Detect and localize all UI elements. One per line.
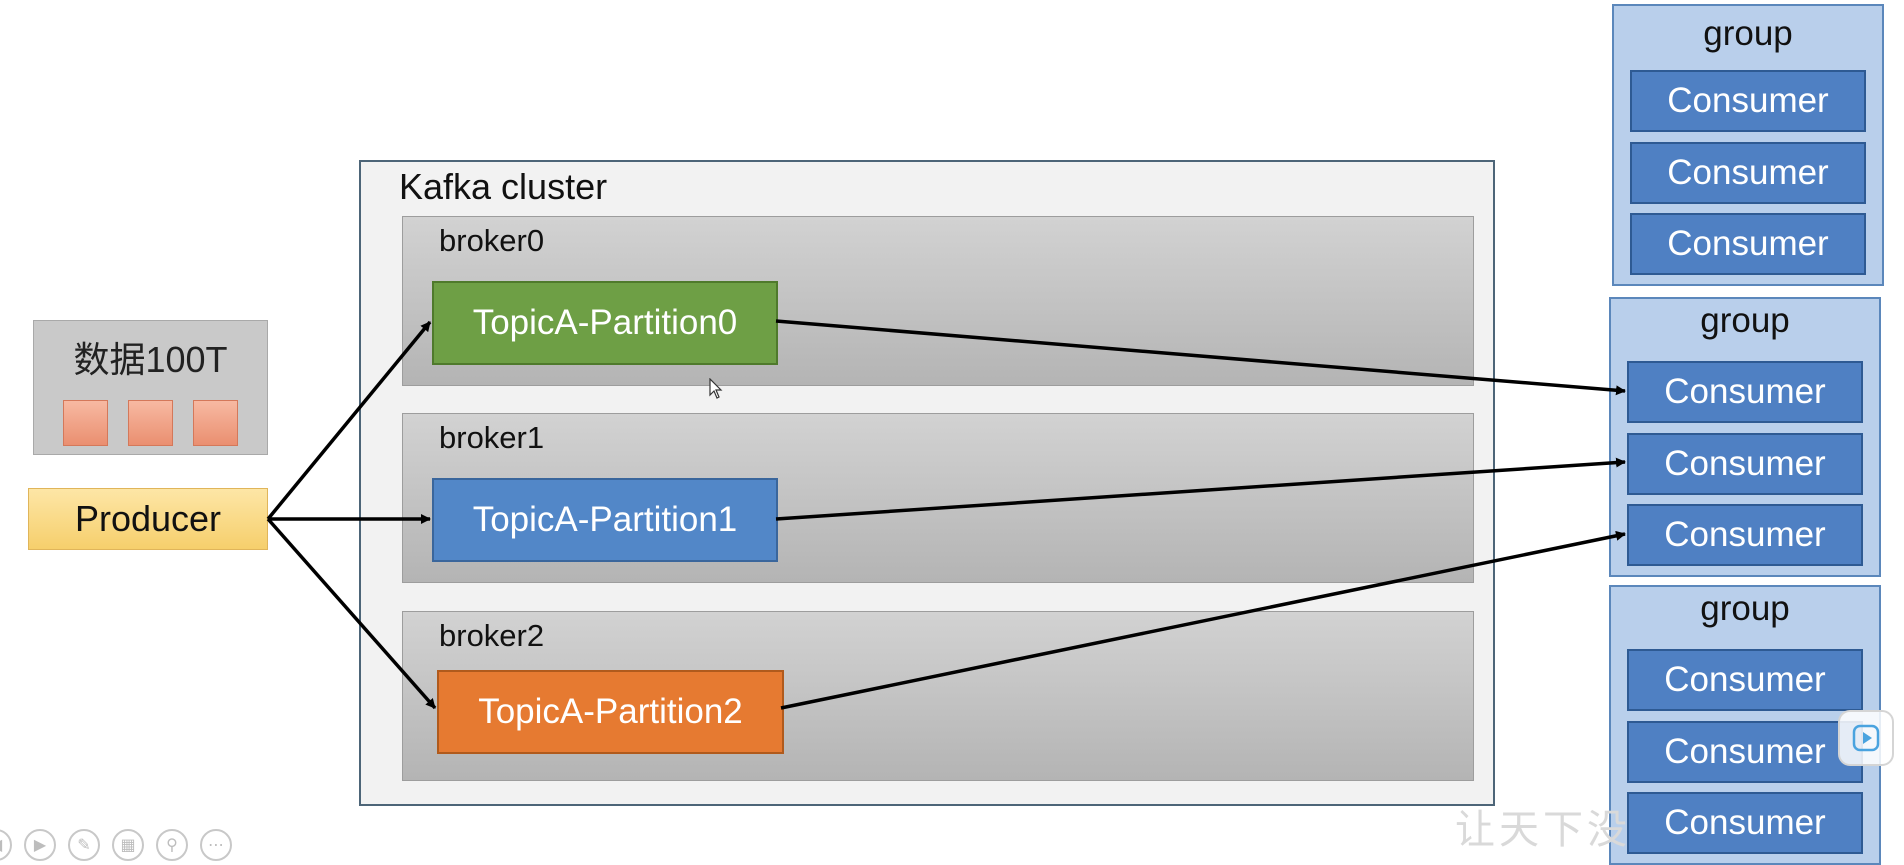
data-block [63, 400, 108, 446]
broker-label: broker1 [439, 420, 545, 455]
zoom-icon[interactable]: ⚲ [156, 829, 188, 861]
partition-2: TopicA-Partition2 [437, 670, 784, 754]
partition-label: TopicA-Partition1 [472, 500, 738, 539]
broker-2: broker2 TopicA-Partition2 [402, 611, 1474, 781]
consumer: Consumer [1627, 361, 1863, 423]
consumer-label: Consumer [1664, 515, 1826, 554]
play-button[interactable] [1838, 710, 1894, 766]
broker-1: broker1 TopicA-Partition1 [402, 413, 1474, 583]
partition-label: TopicA-Partition0 [472, 303, 738, 342]
consumer-label: Consumer [1667, 224, 1829, 263]
consumer: Consumer [1630, 213, 1866, 275]
consumer: Consumer [1627, 721, 1863, 783]
partition-1: TopicA-Partition1 [432, 478, 778, 562]
consumer: Consumer [1630, 142, 1866, 204]
more-icon[interactable]: ⋯ [200, 829, 232, 861]
group-label: group [1700, 301, 1790, 340]
consumer-label: Consumer [1667, 153, 1829, 192]
data-block [128, 400, 173, 446]
consumer-group-1: group Consumer Consumer Consumer [1609, 297, 1881, 577]
consumer-label: Consumer [1664, 372, 1826, 411]
broker-label: broker0 [439, 223, 545, 258]
consumer: Consumer [1627, 792, 1863, 854]
consumer-label: Consumer [1664, 732, 1826, 771]
partition-label: TopicA-Partition2 [478, 692, 743, 731]
consumer-label: Consumer [1664, 444, 1826, 483]
producer-label: Producer [74, 498, 222, 539]
consumer: Consumer [1627, 649, 1863, 711]
consumer-group-2: group Consumer Consumer Consumer [1609, 585, 1881, 865]
next-icon[interactable]: ▶ [24, 829, 56, 861]
data-source-label: 数据100T [73, 339, 228, 380]
group-label: group [1703, 14, 1793, 53]
consumer-label: Consumer [1664, 803, 1826, 842]
group-label: group [1700, 589, 1790, 628]
mouse-cursor-icon [709, 378, 723, 399]
consumer-label: Consumer [1667, 81, 1829, 120]
slideshow-toolbar: ◀ ▶ ✎ ▦ ⚲ ⋯ [0, 829, 232, 865]
broker-label: broker2 [439, 618, 545, 653]
watermark: 让天下没 [1455, 807, 1631, 853]
consumer: Consumer [1630, 70, 1866, 132]
prev-icon[interactable]: ◀ [0, 829, 12, 861]
consumer-label: Consumer [1664, 660, 1826, 699]
broker-0: broker0 TopicA-Partition0 [402, 216, 1474, 386]
consumer-group-0: group Consumer Consumer Consumer [1612, 4, 1884, 286]
producer-box: Producer [28, 488, 268, 550]
kafka-cluster: Kafka cluster broker0 TopicA-Partition0 … [359, 160, 1495, 806]
consumer: Consumer [1627, 433, 1863, 495]
data-source-box: 数据100T [33, 320, 268, 455]
pen-icon[interactable]: ✎ [68, 829, 100, 861]
consumer: Consumer [1627, 504, 1863, 566]
play-icon [1852, 724, 1880, 752]
partition-0: TopicA-Partition0 [432, 281, 778, 365]
data-block [193, 400, 238, 446]
grid-icon[interactable]: ▦ [112, 829, 144, 861]
cluster-title: Kafka cluster [399, 166, 608, 207]
